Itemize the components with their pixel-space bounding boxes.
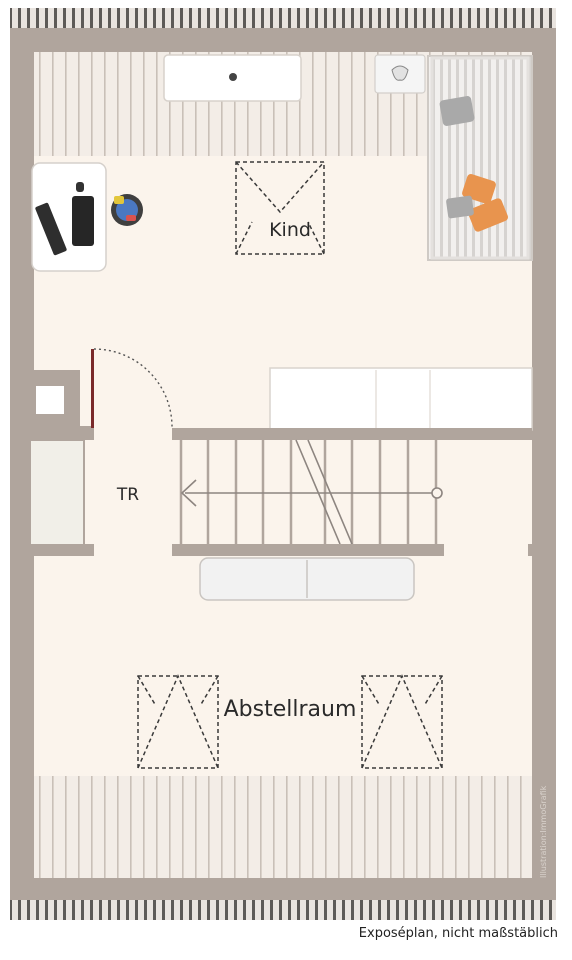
door-swing <box>93 348 173 429</box>
wall-segment <box>528 544 532 556</box>
half-wall <box>269 367 533 431</box>
staircase <box>172 439 444 545</box>
plan-caption: Exposéplan, nicht maßstäblich <box>358 926 558 941</box>
wall-segment <box>172 428 532 440</box>
room-label-kind: Kind <box>269 219 311 241</box>
room-label-tr: TR <box>116 485 139 505</box>
skylight-left <box>137 674 219 769</box>
room-label-abstellraum: Abstellraum <box>224 697 357 722</box>
skylight-right <box>361 674 443 769</box>
slope-bottom <box>34 776 532 878</box>
chimney-opening <box>36 386 64 414</box>
monitor-icon <box>35 202 67 256</box>
wall-segment <box>10 426 94 440</box>
illustration-credit: Illustration:ImmoGrafik <box>539 785 548 878</box>
mouse-icon <box>76 182 84 192</box>
wall-segment <box>172 544 444 556</box>
skylight-kind <box>235 161 325 255</box>
eaves-bottom <box>10 898 556 920</box>
chair-icon <box>111 194 143 226</box>
cushion-icon <box>468 198 508 232</box>
eaves-top <box>10 8 556 30</box>
wall-segment <box>10 544 94 556</box>
keyboard-icon <box>72 196 94 246</box>
lamp-icon <box>391 65 409 81</box>
pillow-icon <box>439 96 475 126</box>
bed-blanket-border <box>430 56 530 260</box>
drain-icon <box>229 73 237 81</box>
closet <box>29 439 85 547</box>
door-leaf <box>91 349 94 428</box>
pillow-icon <box>446 195 474 219</box>
